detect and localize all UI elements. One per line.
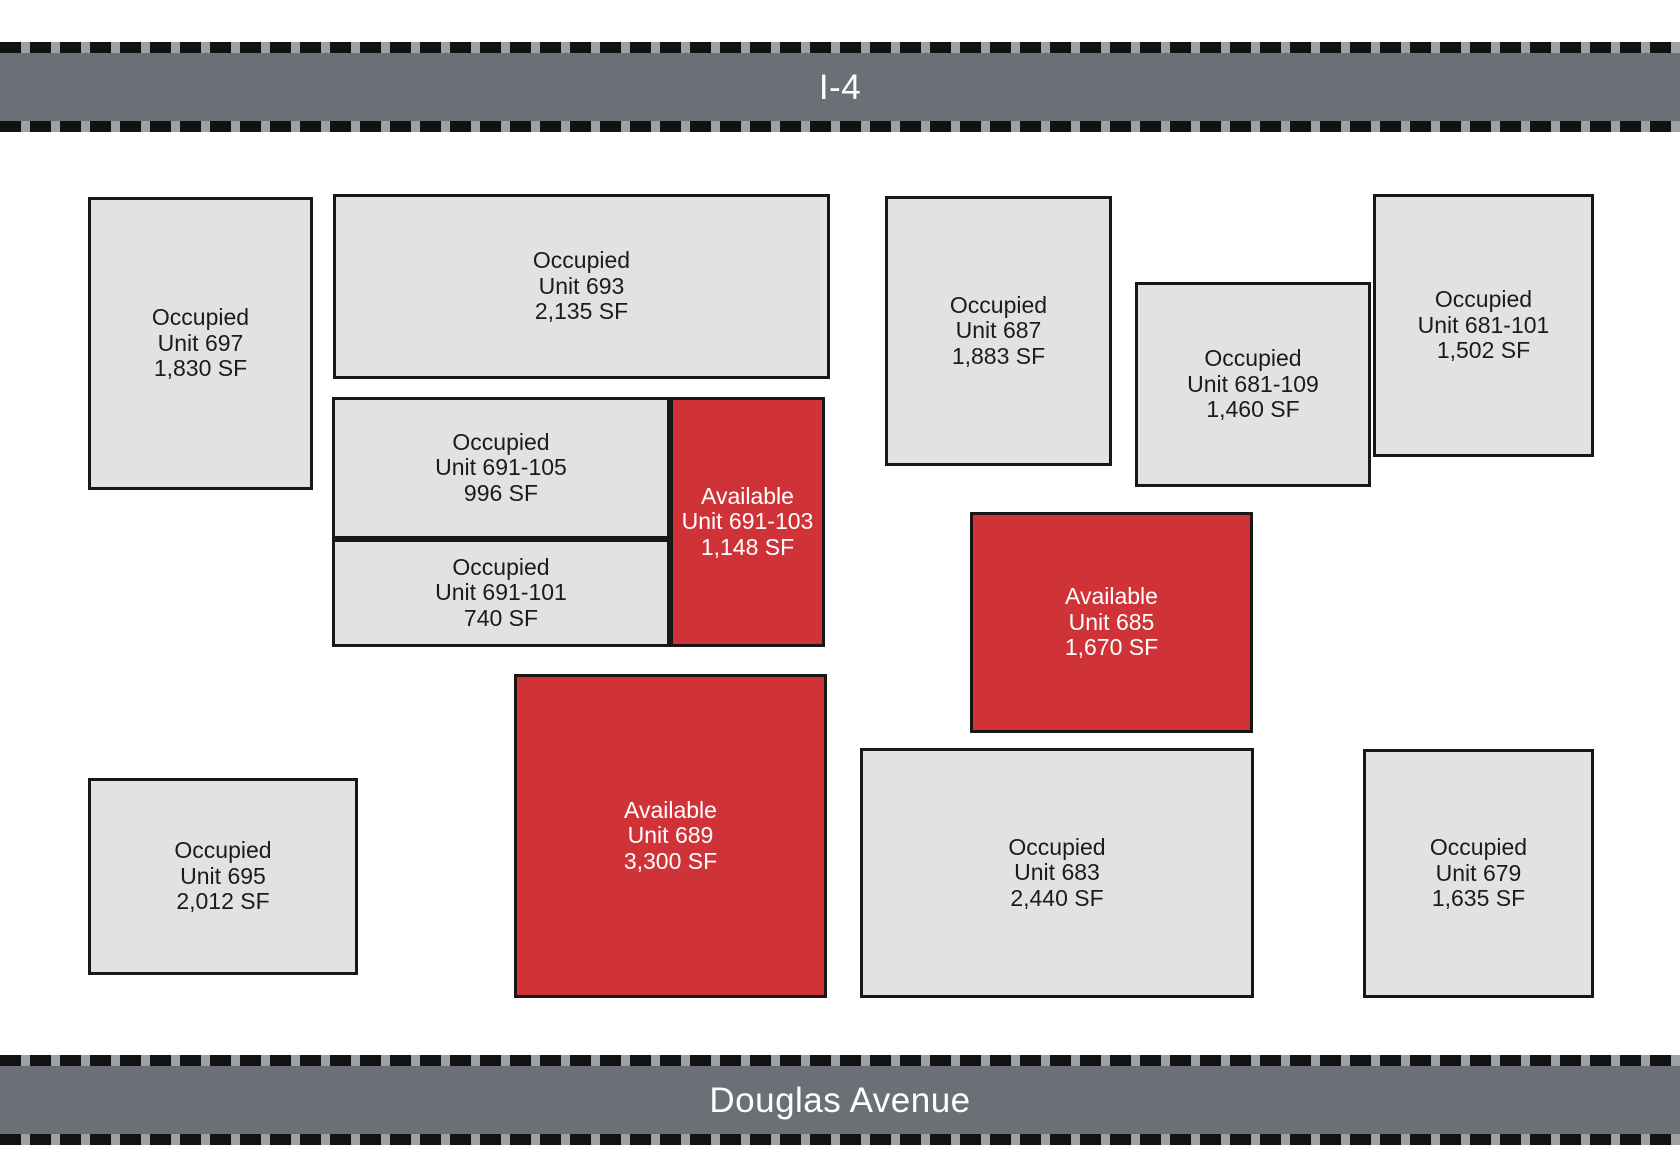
unit-number: Unit 681-109 (1187, 370, 1319, 397)
unit-box-unit-691-103[interactable]: Available Unit 691-103 1,148 SF (670, 397, 825, 647)
unit-box-unit-683: Occupied Unit 683 2,440 SF (860, 748, 1254, 998)
unit-area: 1,635 SF (1431, 885, 1526, 912)
unit-box-unit-691-101: Occupied Unit 691-101 740 SF (332, 539, 670, 647)
unit-status: Occupied (174, 837, 272, 864)
unit-status: Available (624, 796, 717, 823)
unit-label: Occupied Unit 687 1,883 SF (949, 291, 1048, 370)
unit-box-unit-689[interactable]: Available Unit 689 3,300 SF (514, 674, 827, 998)
unit-area: 1,502 SF (1436, 337, 1531, 364)
unit-box-unit-681-109: Occupied Unit 681-109 1,460 SF (1135, 282, 1371, 487)
unit-status: Occupied (532, 247, 631, 274)
road-label-douglas-avenue: Douglas Avenue (709, 1080, 971, 1120)
unit-status: Occupied (1434, 286, 1533, 313)
road-douglas-dash-top (0, 1055, 1680, 1066)
road-i4-surface: I-4 (0, 53, 1680, 121)
road-i4: I-4 (0, 42, 1680, 132)
unit-number: Unit 689 (627, 822, 714, 849)
unit-label: Occupied Unit 679 1,635 SF (1430, 835, 1527, 912)
unit-label: Occupied Unit 693 2,135 SF (533, 248, 630, 325)
unit-number: Unit 695 (180, 862, 266, 889)
unit-label: Occupied Unit 691-105 996 SF (435, 428, 567, 507)
unit-status: Available (1065, 583, 1158, 610)
unit-number: Unit 693 (538, 272, 625, 299)
unit-area: 3,300 SF (623, 847, 718, 874)
unit-area: 2,440 SF (1010, 884, 1104, 911)
road-label-i4: I-4 (818, 67, 862, 107)
unit-status: Occupied (452, 553, 550, 580)
unit-label: Available Unit 689 3,300 SF (623, 796, 718, 875)
unit-number: Unit 687 (955, 317, 1042, 344)
unit-number: Unit 697 (157, 329, 244, 356)
unit-status: Occupied (949, 291, 1048, 318)
unit-label: Available Unit 685 1,670 SF (1065, 584, 1158, 661)
unit-area: 740 SF (463, 604, 539, 631)
unit-label: Occupied Unit 683 2,440 SF (1008, 833, 1106, 912)
unit-number: Unit 691-101 (435, 579, 567, 606)
unit-label: Occupied Unit 697 1,830 SF (152, 305, 249, 382)
unit-label: Occupied Unit 681-101 1,502 SF (1418, 287, 1550, 364)
road-douglas-surface: Douglas Avenue (0, 1066, 1680, 1134)
unit-status: Available (701, 482, 794, 509)
unit-number: Unit 691-103 (681, 508, 814, 535)
unit-box-unit-681-101: Occupied Unit 681-101 1,502 SF (1373, 194, 1594, 457)
unit-number: Unit 685 (1068, 608, 1155, 635)
unit-label: Occupied Unit 695 2,012 SF (174, 838, 271, 915)
unit-box-unit-697: Occupied Unit 697 1,830 SF (88, 197, 313, 490)
road-i4-dash-bottom (0, 121, 1680, 132)
unit-area: 1,670 SF (1064, 634, 1159, 661)
unit-area: 2,135 SF (534, 298, 629, 325)
unit-box-unit-687: Occupied Unit 687 1,883 SF (885, 196, 1112, 466)
unit-label: Available Unit 691-103 1,148 SF (681, 482, 814, 561)
unit-area: 2,012 SF (176, 888, 270, 915)
unit-box-unit-693: Occupied Unit 693 2,135 SF (333, 194, 830, 379)
unit-area: 1,148 SF (700, 533, 795, 560)
unit-box-unit-695: Occupied Unit 695 2,012 SF (88, 778, 358, 975)
unit-area: 1,830 SF (153, 355, 248, 382)
unit-status: Occupied (1429, 834, 1528, 861)
unit-number: Unit 683 (1014, 859, 1100, 886)
unit-box-unit-691-105: Occupied Unit 691-105 996 SF (332, 397, 670, 539)
unit-status: Occupied (1204, 345, 1302, 372)
unit-label: Occupied Unit 681-109 1,460 SF (1187, 346, 1319, 423)
unit-number: Unit 679 (1435, 859, 1522, 886)
unit-area: 1,460 SF (1206, 396, 1300, 423)
unit-status: Occupied (452, 428, 550, 455)
unit-status: Occupied (151, 304, 250, 331)
unit-area: 996 SF (463, 479, 539, 506)
unit-box-unit-685[interactable]: Available Unit 685 1,670 SF (970, 512, 1253, 733)
unit-label: Occupied Unit 691-101 740 SF (435, 553, 567, 632)
road-douglas-avenue: Douglas Avenue (0, 1055, 1680, 1145)
unit-area: 1,883 SF (951, 342, 1046, 369)
unit-status: Occupied (1008, 833, 1106, 860)
road-i4-dash-top (0, 42, 1680, 53)
unit-box-unit-679: Occupied Unit 679 1,635 SF (1363, 749, 1594, 998)
road-douglas-dash-bottom (0, 1134, 1680, 1145)
unit-number: Unit 691-105 (435, 454, 567, 481)
unit-number: Unit 681-101 (1417, 311, 1550, 338)
